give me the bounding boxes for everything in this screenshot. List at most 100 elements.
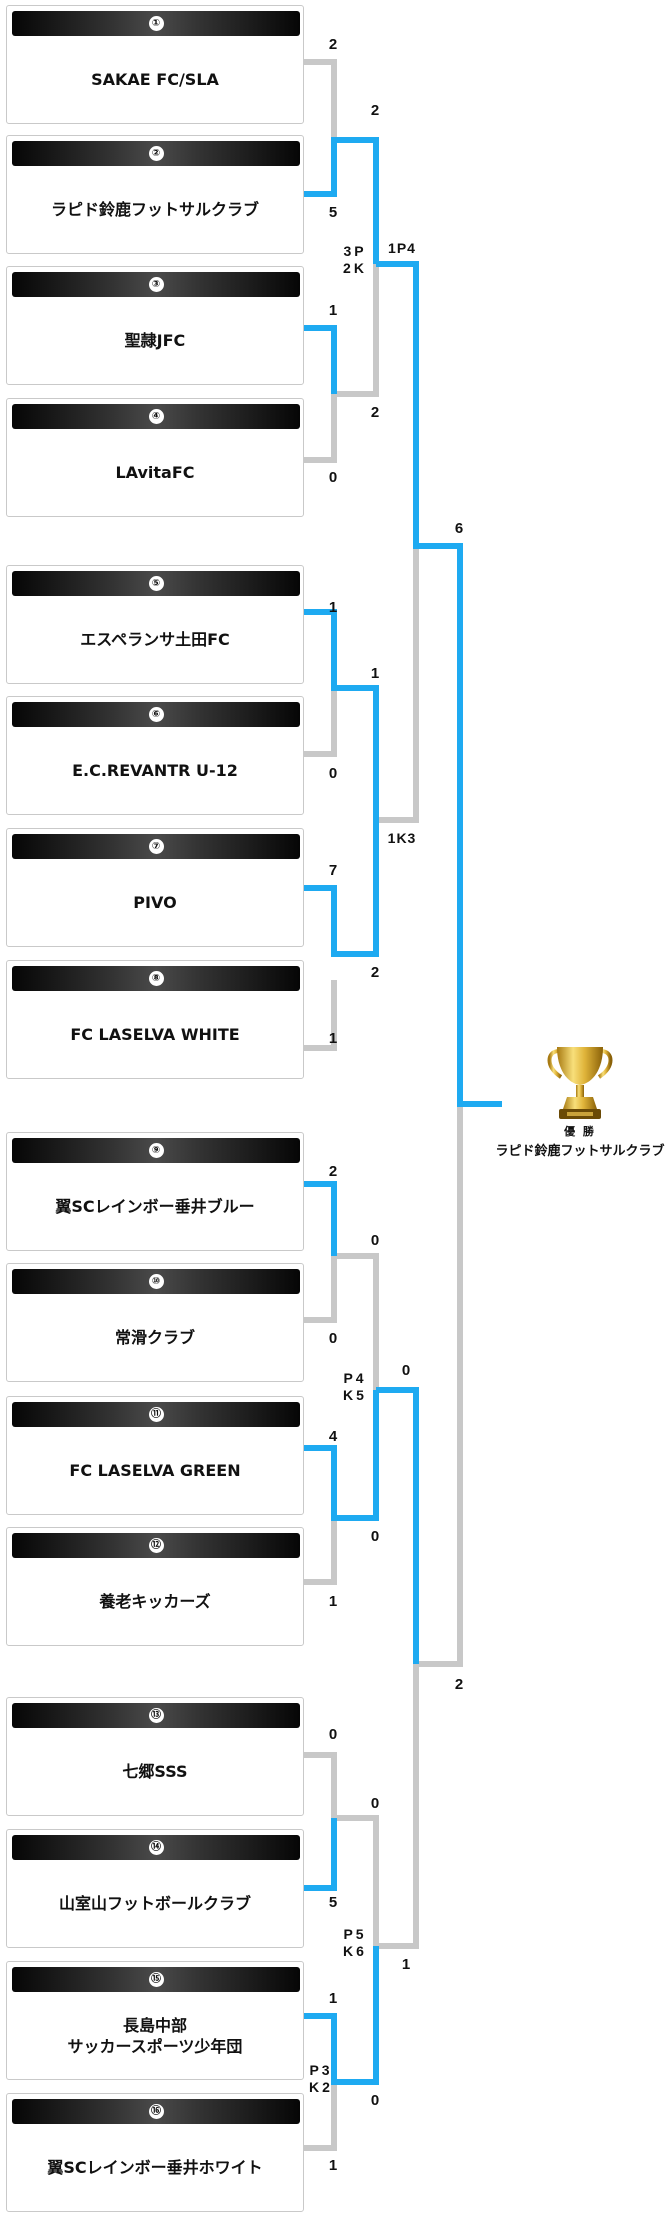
score-r1: 7 [328, 862, 338, 879]
round3-loser-lines [376, 546, 419, 1949]
team-name: FC LASELVA GREEN [69, 1461, 241, 1481]
champion-title: 優 勝 [564, 1125, 596, 1138]
team-name: E.C.REVANTR U-12 [72, 761, 238, 781]
seed-bar: ③ [12, 272, 300, 297]
winner-lines [304, 137, 502, 2085]
score-r1: 5 [328, 1894, 338, 1911]
seed-bar: ⑩ [12, 1269, 300, 1294]
score-r1: 0 [328, 765, 338, 782]
pk-label: P4 K5 [343, 1370, 367, 1403]
team-card: ⑨ 翼SCレインボー垂井ブルー [6, 1132, 304, 1251]
seed-number: ⑯ [148, 2104, 164, 2119]
team-card: ⑮ 長島中部 サッカースポーツ少年団 [6, 1961, 304, 2080]
seed-number: ② [148, 146, 164, 161]
pk-label: 1K3 [387, 830, 417, 846]
team-card: ⑭ 山室山フットボールクラブ [6, 1829, 304, 1948]
champion-name: ラピド鈴鹿フットサルクラブ [495, 1144, 665, 1159]
team-card: ⑥ E.C.REVANTR U-12 [6, 696, 304, 815]
score-r2: 1 [370, 665, 380, 682]
seed-bar: ⑪ [12, 1402, 300, 1427]
seed-number: ③ [148, 277, 164, 292]
team-name: エスペランサ土田FC [80, 630, 230, 650]
score-r1: 1 [328, 599, 338, 616]
team-card: ⑪ FC LASELVA GREEN [6, 1396, 304, 1515]
team-name: 翼SCレインボー垂井ブルー [55, 1197, 255, 1217]
team-name: 常滑クラブ [114, 1328, 195, 1348]
seed-bar: ⑨ [12, 1138, 300, 1163]
score-r1: 5 [328, 204, 338, 221]
score-r1: 1 [328, 1030, 338, 1047]
score-r2: 2 [370, 404, 380, 421]
seed-bar: ⑮ [12, 1967, 300, 1992]
pk-label: 3P 2K [343, 243, 367, 276]
seed-number: ⑦ [148, 839, 164, 854]
team-name: LAvitaFC [115, 463, 195, 483]
score-r1: 0 [328, 1330, 338, 1347]
team-card: ⑤ エスペランサ土田FC [6, 565, 304, 684]
team-card: ⑫ 養老キッカーズ [6, 1527, 304, 1646]
seed-bar: ⑯ [12, 2099, 300, 2124]
score-r1: 1 [328, 302, 338, 319]
seed-bar: ⑤ [12, 571, 300, 596]
team-name: 聖隷JFC [124, 331, 186, 351]
team-card: ⑩ 常滑クラブ [6, 1263, 304, 1382]
team-card: ③ 聖隷JFC [6, 266, 304, 385]
team-name: FC LASELVA WHITE [70, 1025, 240, 1045]
pk-label: P5 K6 [343, 1926, 367, 1959]
score-r1: 2 [328, 1163, 338, 1180]
pk-label: 1P4 [388, 240, 416, 256]
score-r1: 1 [328, 1990, 338, 2007]
seed-bar: ⑦ [12, 834, 300, 859]
score-semi: 6 [454, 520, 464, 537]
score-r2: 0 [370, 1528, 380, 1545]
team-name: 長島中部 サッカースポーツ少年団 [67, 2015, 243, 2056]
team-card: ② ラピド鈴鹿フットサルクラブ [6, 135, 304, 254]
seed-number: ⑭ [148, 1840, 164, 1855]
score-r1: 1 [328, 1593, 338, 1610]
score-semi: 2 [454, 1676, 464, 1693]
round1-loser-lines [304, 59, 337, 2151]
score-r3: 1 [401, 1956, 411, 1973]
seed-bar: ⑥ [12, 702, 300, 727]
seed-number: ⑬ [148, 1708, 164, 1723]
seed-number: ⑧ [148, 971, 164, 986]
champion-block: 優 勝 ラピド鈴鹿フットサルクラブ [495, 1041, 665, 1159]
team-card: ⑧ FC LASELVA WHITE [6, 960, 304, 1079]
seed-bar: ⑭ [12, 1835, 300, 1860]
score-r1: 4 [328, 1428, 338, 1445]
seed-number: ④ [148, 409, 164, 424]
seed-number: ⑮ [148, 1972, 164, 1987]
trophy-icon [547, 1047, 613, 1119]
score-r2: 0 [370, 1232, 380, 1249]
team-card: ⑯ 翼SCレインボー垂井ホワイト [6, 2093, 304, 2212]
seed-bar: ④ [12, 404, 300, 429]
score-r3: 0 [401, 1362, 411, 1379]
team-name: 翼SCレインボー垂井ホワイト [47, 2158, 263, 2178]
team-card: ① SAKAE FC/SLA [6, 5, 304, 124]
score-r1: 2 [328, 36, 338, 53]
score-r2: 0 [370, 2092, 380, 2109]
score-r1: 1 [328, 2157, 338, 2174]
seed-number: ① [148, 16, 164, 31]
seed-bar: ⑫ [12, 1533, 300, 1558]
team-name: SAKAE FC/SLA [91, 70, 219, 90]
seed-number: ⑫ [148, 1538, 164, 1553]
seed-number: ⑨ [148, 1143, 164, 1158]
seed-bar: ⑬ [12, 1703, 300, 1728]
team-card: ④ LAvitaFC [6, 398, 304, 517]
seed-bar: ② [12, 141, 300, 166]
team-name: 養老キッカーズ [99, 1592, 211, 1612]
team-card: ⑦ PIVO [6, 828, 304, 947]
score-r1: 0 [328, 1726, 338, 1743]
score-r2: 2 [370, 102, 380, 119]
seed-bar: ⑧ [12, 966, 300, 991]
seed-number: ⑪ [148, 1407, 164, 1422]
team-name: 山室山フットボールクラブ [58, 1894, 251, 1914]
team-card: ⑬ 七郷SSS [6, 1697, 304, 1816]
seed-number: ⑥ [148, 707, 164, 722]
team-name: PIVO [133, 893, 177, 913]
seed-number: ⑩ [148, 1274, 164, 1289]
round2-loser-lines [334, 264, 379, 1946]
seed-bar: ① [12, 11, 300, 36]
